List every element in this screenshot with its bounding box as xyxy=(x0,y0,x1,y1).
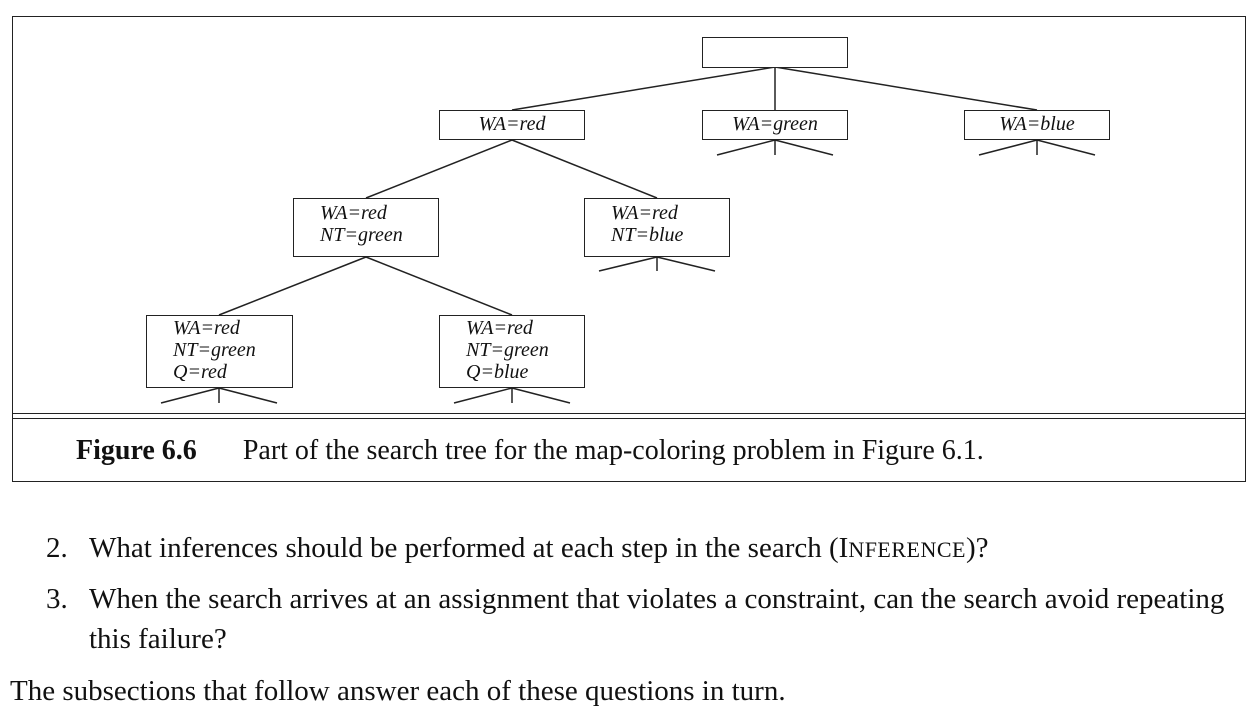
inference-first-letter: I xyxy=(838,532,849,564)
node-line: NT=blue xyxy=(611,224,684,246)
node-line: WA=green xyxy=(732,113,818,135)
node-line: WA=red xyxy=(320,202,387,224)
node-line: NT=green xyxy=(466,339,549,361)
node-line: WA=red xyxy=(478,113,546,135)
tree-node-wa-red-nt-green: WA=red NT=green xyxy=(293,198,439,257)
caption-rule-bottom xyxy=(13,418,1245,419)
stub-wa-green xyxy=(716,139,776,156)
node-line: Q=red xyxy=(173,361,227,383)
edge-wa-red-nt-blue xyxy=(511,139,658,199)
edge-nt-green-q-red xyxy=(218,256,367,316)
question-text-end: )? xyxy=(966,532,989,564)
edge-nt-green-q-blue xyxy=(365,256,513,316)
node-line: NT=green xyxy=(173,339,256,361)
node-line: NT=green xyxy=(320,224,403,246)
edge-root-wa-red xyxy=(511,66,776,111)
edge-wa-red-nt-green xyxy=(365,139,513,199)
caption-rule-top xyxy=(13,413,1245,414)
figure-frame: WA=red WA=green WA=blue WA=red NT=green … xyxy=(12,16,1246,482)
question-text: What inferences should be performed at e… xyxy=(89,532,839,564)
stub-q-blue xyxy=(453,387,513,404)
figure-caption: Figure 6.6 Part of the search tree for th… xyxy=(76,435,984,467)
tree-node-wa-red: WA=red xyxy=(439,110,585,140)
figure-label: Figure 6.6 xyxy=(76,435,197,466)
question-list: 2. What inferences should be performed a… xyxy=(46,528,1256,659)
closing-paragraph: The subsections that follow answer each … xyxy=(10,675,786,707)
stub-nt-blue xyxy=(598,256,658,272)
tree-node-root xyxy=(702,37,848,68)
inference-small-caps: NFERENCE xyxy=(848,537,966,562)
list-item: 3. When the search arrives at an assignm… xyxy=(46,579,1256,659)
node-line: WA=red xyxy=(466,317,533,339)
question-text: When the search arrives at an assignment… xyxy=(89,583,1225,655)
node-line: Q=blue xyxy=(466,361,529,383)
list-number: 2. xyxy=(46,532,68,564)
node-line: WA=blue xyxy=(999,113,1075,135)
tree-node-q-blue: WA=red NT=green Q=blue xyxy=(439,315,585,388)
node-line: WA=red xyxy=(611,202,678,224)
stub-wa-blue xyxy=(978,139,1038,156)
tree-node-q-red: WA=red NT=green Q=red xyxy=(146,315,293,388)
list-item: 2. What inferences should be performed a… xyxy=(46,528,1256,570)
tree-node-wa-green: WA=green xyxy=(702,110,848,140)
node-line: WA=red xyxy=(173,317,240,339)
stub-q-red xyxy=(160,387,220,404)
tree-node-wa-red-nt-blue: WA=red NT=blue xyxy=(584,198,730,257)
tree-node-wa-blue: WA=blue xyxy=(964,110,1110,140)
list-number: 3. xyxy=(46,583,68,615)
edge-root-wa-blue xyxy=(774,66,1038,111)
tree-edges xyxy=(160,66,1096,404)
figure-caption-text: Part of the search tree for the map-colo… xyxy=(242,435,984,466)
